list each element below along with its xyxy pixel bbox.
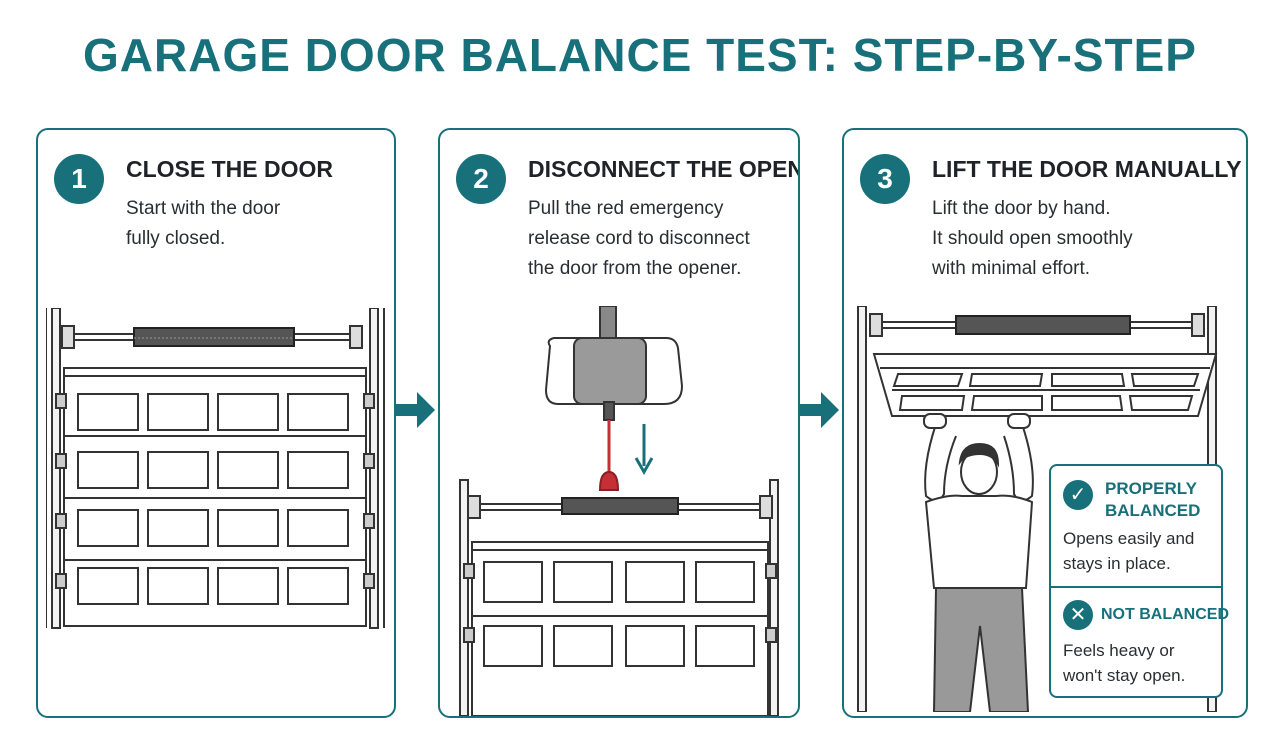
closed-garage-door-illustration — [46, 308, 385, 629]
lifting-door-illustration — [857, 306, 1218, 712]
step-title: LIFT THE DOOR MANUALLY — [932, 156, 1242, 182]
opener-release-illustration — [459, 306, 779, 716]
x-icon: ✕ — [1063, 600, 1093, 630]
step-panel-1: 1 CLOSE THE DOOR Start with the door ful… — [36, 128, 396, 718]
step-number-badge: 1 — [54, 154, 104, 204]
legend-divider — [1051, 586, 1221, 588]
balanced-heading: PROPERLY BALANCED — [1105, 479, 1201, 520]
step-title: CLOSE THE DOOR — [126, 156, 334, 182]
arrow-right-icon — [395, 392, 435, 428]
not-balanced-heading: NOT BALANCED — [1101, 606, 1229, 623]
page-title: GARAGE DOOR BALANCE TEST: STEP-BY-STEP — [83, 29, 1197, 81]
step-description: Start with the door fully closed. — [126, 198, 281, 249]
arrow-right-icon — [799, 392, 839, 428]
result-legend-box: ✓ PROPERLY BALANCED Opens easily and sta… — [1049, 464, 1229, 698]
step-description: Pull the red emergency release cord to d… — [528, 198, 750, 279]
step-panel-2: 2 DISCONNECT THE OPENER Pull the red eme… — [438, 128, 800, 718]
step-description: Lift the door by hand. It should open sm… — [932, 198, 1133, 279]
not-balanced-description: Feels heavy or won't stay open. — [1063, 641, 1186, 685]
step-number-badge: 2 — [456, 154, 506, 204]
check-icon: ✓ — [1063, 480, 1093, 510]
step-title: DISCONNECT THE OPENER — [528, 156, 798, 182]
balanced-description: Opens easily and stays in place. — [1063, 529, 1195, 573]
step-number-badge: 3 — [860, 154, 910, 204]
step-panel-3: 3 LIFT THE DOOR MANUALLY Lift the door b… — [842, 128, 1248, 718]
